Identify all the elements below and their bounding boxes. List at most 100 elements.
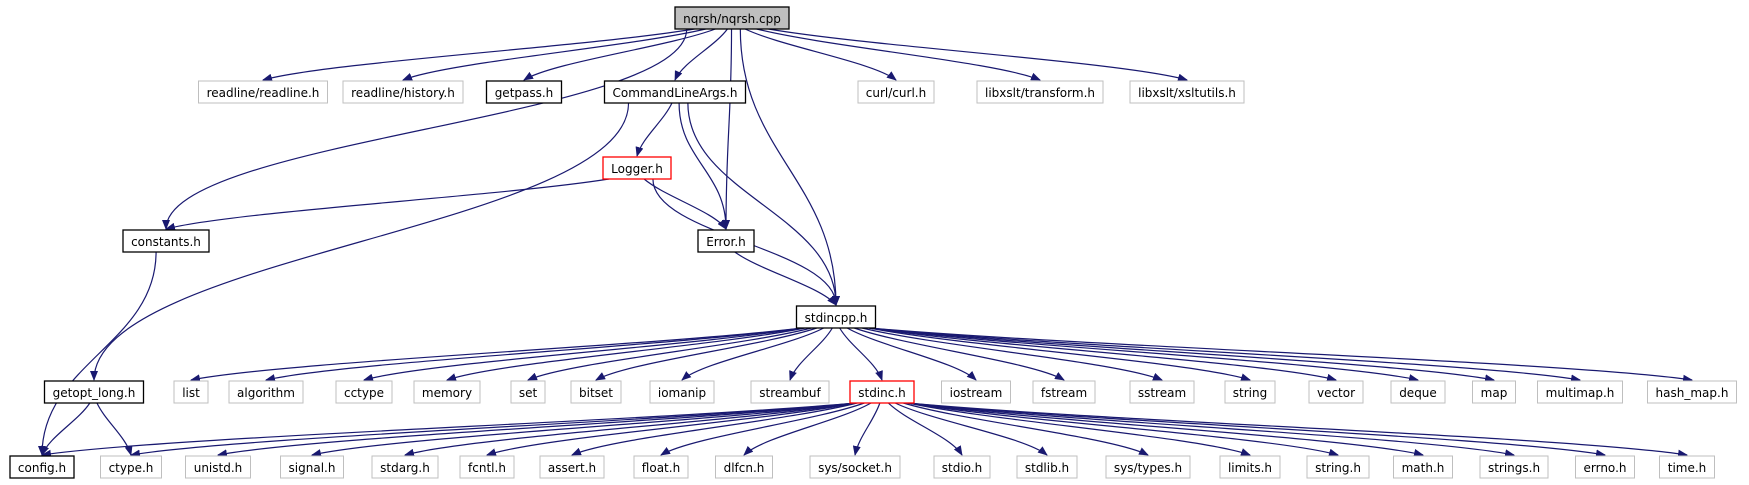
edge-stdinc-to-socket xyxy=(852,402,881,456)
edge-stdinc-to-limits xyxy=(907,402,1251,456)
node-transform: libxslt/transform.h xyxy=(976,80,1104,104)
node-box xyxy=(697,229,755,253)
node-logger[interactable]: Logger.h xyxy=(602,156,672,180)
node-nqrsh[interactable]: nqrsh/nqrsh.cpp xyxy=(674,6,790,30)
edge-stdinc-to-assert xyxy=(571,402,858,456)
edge-stdincpp-to-list xyxy=(190,327,803,383)
node-config[interactable]: config.h xyxy=(9,455,75,479)
node-label: errno.h xyxy=(1584,461,1627,475)
node-label: map xyxy=(1481,386,1508,400)
node-history: readline/history.h xyxy=(342,80,464,104)
edge-cmdargs-to-stdincpp xyxy=(687,102,840,306)
node-label: time.h xyxy=(1668,461,1707,475)
edge-nqrsh-to-error xyxy=(722,28,733,230)
edge-stdincpp-to-stdinc xyxy=(839,327,883,381)
node-box xyxy=(335,380,393,404)
node-box xyxy=(485,80,563,104)
node-string: string xyxy=(1224,380,1276,404)
node-stdincpp[interactable]: stdincpp.h xyxy=(795,305,877,329)
node-layer: nqrsh/nqrsh.cpp readline/readline.h readli… xyxy=(9,6,1737,479)
edge-stdincpp-to-fstream xyxy=(854,327,1065,381)
edge-stdincpp-to-set xyxy=(527,327,812,381)
node-label: strings.h xyxy=(1488,461,1540,475)
node-label: curl/curl.h xyxy=(866,86,926,100)
node-errno: errno.h xyxy=(1575,455,1635,479)
node-label: getopt_long.h xyxy=(53,386,136,400)
node-socket: sys/socket.h xyxy=(809,455,901,479)
node-label: sys/types.h xyxy=(1114,461,1182,475)
node-box xyxy=(185,455,251,479)
edge-getopt-to-ctype xyxy=(96,402,133,456)
node-xsltutils: libxslt/xsltutils.h xyxy=(1129,80,1245,104)
node-algorithm: algorithm xyxy=(228,380,304,404)
edge-stdincpp-to-hashmap xyxy=(869,327,1693,383)
node-dlfcn: dlfcn.h xyxy=(715,455,773,479)
edge-cmdargs-to-getopt xyxy=(90,102,630,381)
node-box xyxy=(809,455,901,479)
node-label: cctype xyxy=(344,386,384,400)
edge-stdincpp-to-map xyxy=(869,327,1495,383)
node-box xyxy=(849,380,915,404)
edge-stdincpp-to-sstream xyxy=(861,327,1163,381)
node-box xyxy=(173,380,209,404)
node-box xyxy=(1016,455,1078,479)
node-label: sys/socket.h xyxy=(818,461,892,475)
node-label: getpass.h xyxy=(495,86,554,100)
node-box xyxy=(941,380,1011,404)
node-getopt[interactable]: getopt_long.h xyxy=(43,380,145,404)
node-list: list xyxy=(173,380,209,404)
node-time: time.h xyxy=(1659,455,1715,479)
node-box xyxy=(228,380,304,404)
edge-nqrsh-to-getpass xyxy=(523,28,716,81)
node-stdlib: stdlib.h xyxy=(1016,455,1078,479)
edge-nqrsh-to-history xyxy=(402,28,706,81)
edge-stdincpp-to-cctype xyxy=(363,327,803,382)
edge-stdincpp-to-algorithm xyxy=(265,327,803,382)
node-box xyxy=(510,380,546,404)
node-multimap: multimap.h xyxy=(1537,380,1623,404)
node-label: Error.h xyxy=(706,235,746,249)
node-box xyxy=(1537,380,1623,404)
node-sstream: sstream xyxy=(1129,380,1195,404)
node-label: readline/readline.h xyxy=(207,86,320,100)
edge-cmdargs-to-error xyxy=(678,102,730,230)
node-box xyxy=(1659,455,1715,479)
edge-stdincpp-to-deque xyxy=(869,327,1419,382)
node-label: stdlib.h xyxy=(1025,461,1069,475)
node-label: set xyxy=(519,386,538,400)
node-cmdargs[interactable]: CommandLineArgs.h xyxy=(603,80,747,104)
node-label: hash_map.h xyxy=(1656,386,1729,400)
node-box xyxy=(198,80,328,104)
node-label: readline/history.h xyxy=(351,86,455,100)
node-constants[interactable]: constants.h xyxy=(122,229,210,253)
node-box xyxy=(1308,380,1364,404)
node-label: limits.h xyxy=(1228,461,1272,475)
edge-logger-to-constants xyxy=(165,178,610,231)
node-label: sstream xyxy=(1138,386,1186,400)
node-box xyxy=(1129,80,1245,104)
node-ctype: ctype.h xyxy=(100,455,162,479)
node-label: CommandLineArgs.h xyxy=(613,86,738,100)
edge-stdinc-to-math xyxy=(907,402,1424,457)
node-float: float.h xyxy=(633,455,689,479)
node-label: fstream xyxy=(1041,386,1087,400)
node-stdinc[interactable]: stdinc.h xyxy=(849,380,915,404)
edge-stdinc-to-stringh xyxy=(907,402,1339,457)
node-hashmap: hash_map.h xyxy=(1647,380,1737,404)
node-label: list xyxy=(182,386,200,400)
edge-constants-to-config xyxy=(38,251,157,456)
node-label: signal.h xyxy=(289,461,336,475)
node-box xyxy=(603,80,747,104)
node-streambuf: streambuf xyxy=(750,380,830,404)
node-error[interactable]: Error.h xyxy=(697,229,755,253)
node-bitset: bitset xyxy=(570,380,622,404)
node-iostream: iostream xyxy=(941,380,1011,404)
node-label: memory xyxy=(422,386,472,400)
node-getpass[interactable]: getpass.h xyxy=(485,80,563,104)
edge-stdinc-to-config xyxy=(41,402,857,458)
node-label: libxslt/transform.h xyxy=(985,86,1095,100)
node-map: map xyxy=(1472,380,1516,404)
node-box xyxy=(1224,380,1276,404)
node-label: config.h xyxy=(18,461,66,475)
node-box xyxy=(1479,455,1549,479)
